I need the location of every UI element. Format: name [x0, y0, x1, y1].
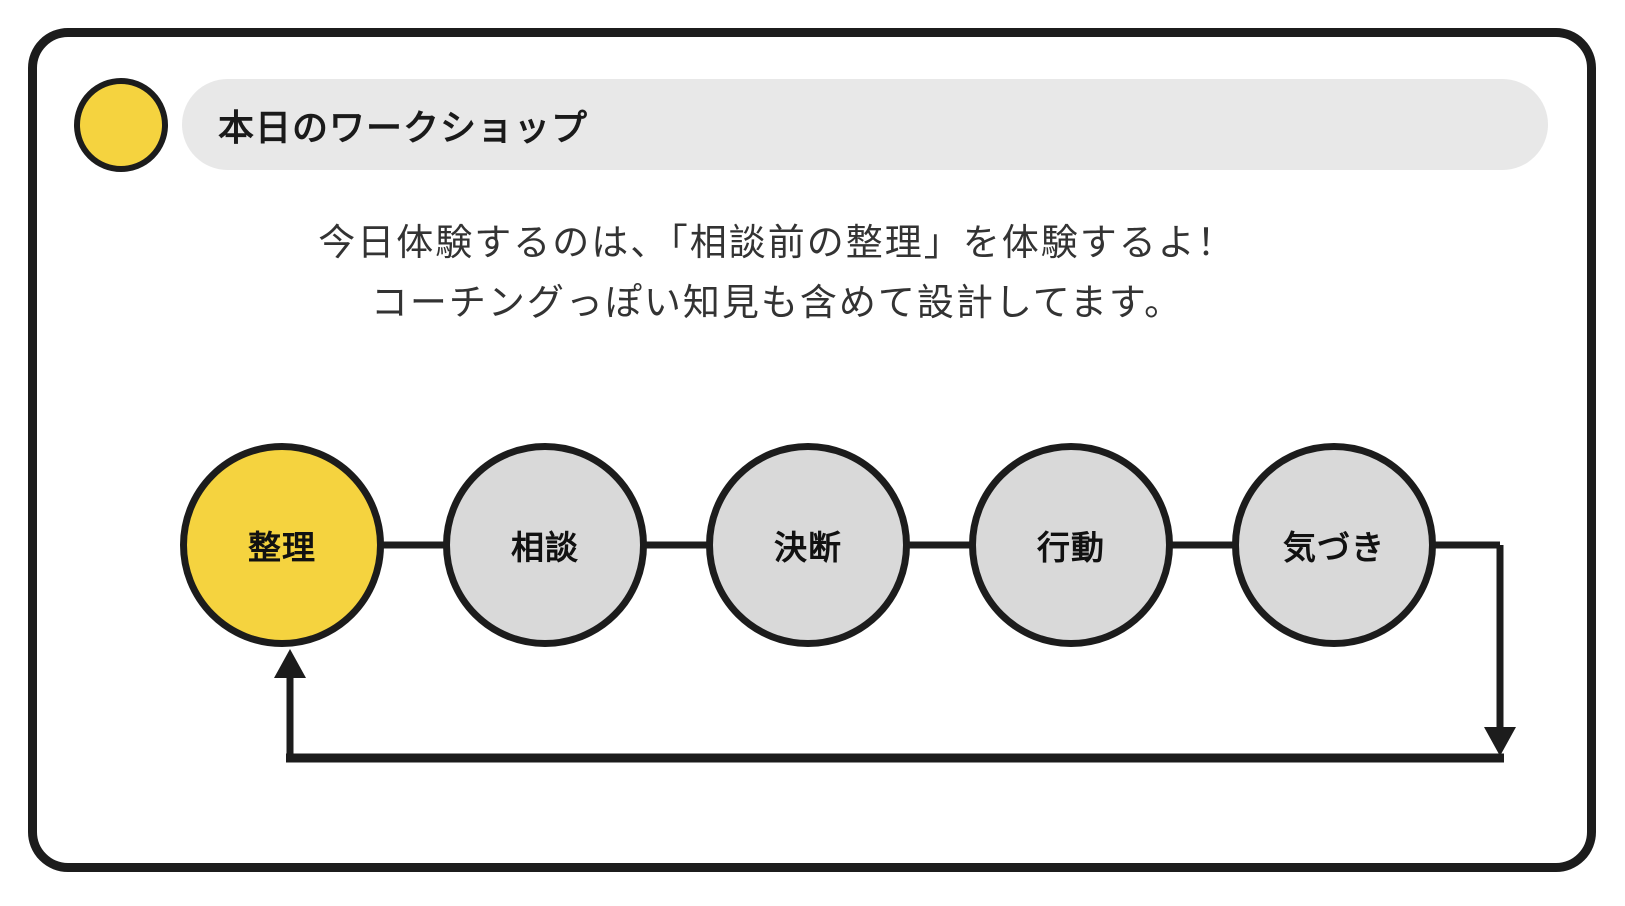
- flow-step-ketsudan: 決断: [706, 443, 910, 647]
- page-title: 本日のワークショップ: [218, 107, 589, 149]
- flow-step-soudan: 相談: [443, 443, 647, 647]
- flow-step-label: 行動: [1037, 528, 1105, 567]
- down-arrowhead-icon: [1484, 727, 1516, 756]
- flow-step-koudou: 行動: [969, 443, 1173, 647]
- flow-step-label: 整理: [248, 528, 316, 567]
- flow-step-seiri: 整理: [180, 443, 384, 647]
- intro-line-1: 今日体験するのは、「相談前の整理」を体験するよ！: [318, 221, 1236, 264]
- flow-diagram: 整理 相談 決断 行動 気づき: [37, 37, 1587, 863]
- flow-step-label: 相談: [511, 528, 579, 567]
- intro-line-2: コーチングっぽい知見も含めて設計してます。: [370, 281, 1184, 324]
- bullet-circle-icon: [74, 78, 168, 172]
- intro-text: 今日体験するのは、「相談前の整理」を体験するよ！ コーチングっぽい知見も含めて設…: [37, 213, 1517, 333]
- flow-step-kizuki: 気づき: [1232, 443, 1436, 647]
- up-arrowhead-icon: [274, 649, 306, 678]
- flow-step-label: 決断: [774, 528, 842, 567]
- title-pill: 本日のワークショップ: [182, 79, 1548, 170]
- flow-step-label: 気づき: [1283, 528, 1385, 567]
- slide-frame: 本日のワークショップ 今日体験するのは、「相談前の整理」を体験するよ！ コーチン…: [28, 28, 1596, 872]
